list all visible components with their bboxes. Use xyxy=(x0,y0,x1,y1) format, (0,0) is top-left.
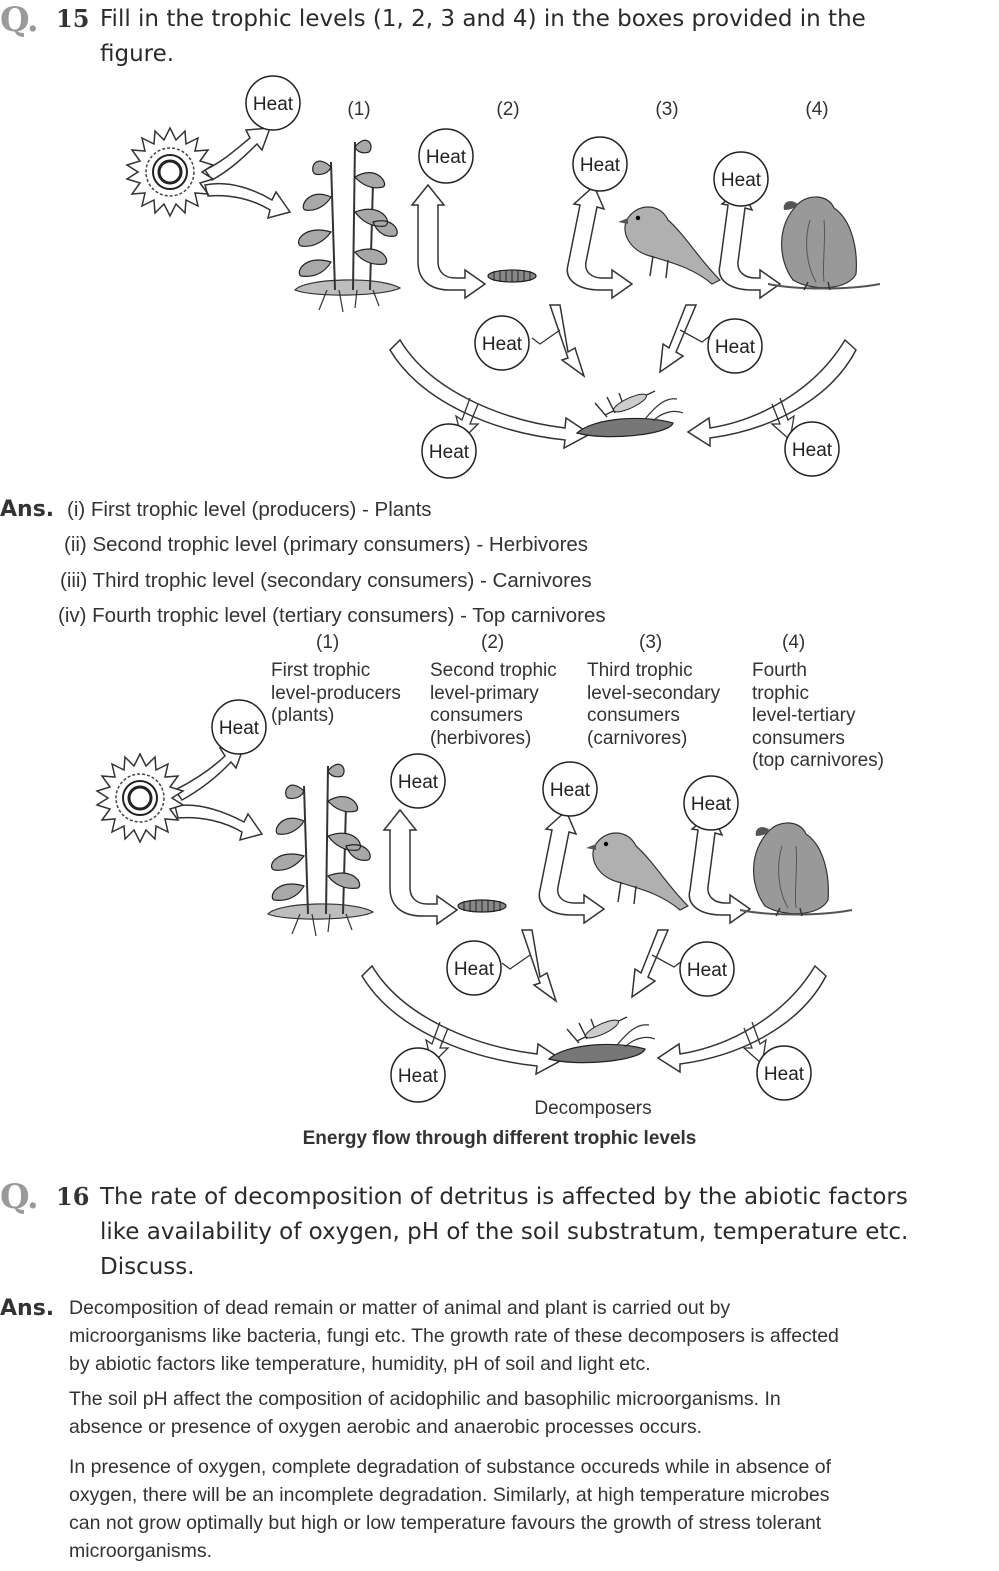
heat-label: Heat xyxy=(550,780,591,801)
level-number: (3) xyxy=(639,632,663,653)
heat-label: Heat xyxy=(482,334,523,355)
heat-circle xyxy=(390,753,446,809)
heat-circle xyxy=(474,315,530,371)
question-text-line: like availability of oxygen, pH of the s… xyxy=(100,1219,909,1245)
heat-label: Heat xyxy=(687,960,728,981)
level-description: Third trophic level-secondary consumers … xyxy=(587,660,721,749)
answer-marker: Ans. xyxy=(0,1296,55,1321)
heat-label: Heat xyxy=(398,772,439,793)
level-label: (4) xyxy=(805,99,828,120)
heat-label: Heat xyxy=(219,718,260,739)
question-text-line: The rate of decomposition of detritus is… xyxy=(100,1184,908,1210)
decomposers-label: Decomposers xyxy=(534,1098,651,1119)
question-number: 15 xyxy=(56,4,90,33)
heat-label: Heat xyxy=(398,1066,439,1087)
question-number: 16 xyxy=(56,1182,90,1211)
heat-circle xyxy=(421,423,477,479)
heat-label: Heat xyxy=(764,1064,805,1085)
heat-circle xyxy=(679,941,735,997)
answer-item: (i) First trophic level (producers) - Pl… xyxy=(67,498,432,521)
heat-label: Heat xyxy=(426,147,467,168)
heat-label: Heat xyxy=(429,442,470,463)
heat-circle xyxy=(390,1047,446,1103)
question-text-line: Discuss. xyxy=(100,1254,195,1280)
level-description: Second trophic level-primary consumers (… xyxy=(430,660,557,749)
heat-circle xyxy=(572,136,628,192)
heat-circle xyxy=(713,151,769,207)
heat-label: Heat xyxy=(253,94,294,115)
level-number: (1) xyxy=(316,632,340,653)
heat-label: Heat xyxy=(580,155,621,176)
heat-label: Heat xyxy=(721,170,762,191)
level-label: (2) xyxy=(496,99,519,120)
level-number: (2) xyxy=(481,632,505,653)
heat-circle xyxy=(683,775,739,831)
heat-label: Heat xyxy=(715,337,756,358)
heat-circle xyxy=(542,761,598,817)
level-number: (4) xyxy=(782,632,806,653)
heat-label: Heat xyxy=(792,440,833,461)
answer-paragraph: In presence of oxygen, complete degradat… xyxy=(69,1456,832,1562)
level-description: First trophic level-producers (plants) xyxy=(271,660,401,726)
figure-caption: Energy flow through different trophic le… xyxy=(302,1128,697,1149)
question-marker: Q. xyxy=(0,0,39,40)
answer-marker: Ans. xyxy=(0,497,55,522)
answer-item: (ii) Second trophic level (primary consu… xyxy=(64,533,589,556)
level-description: Fourth trophic level-tertiary consumers … xyxy=(752,660,884,771)
heat-circle xyxy=(707,318,763,374)
heat-circle xyxy=(756,1045,812,1101)
heat-circle xyxy=(784,421,840,477)
answer-item: (iv) Fourth trophic level (tertiary cons… xyxy=(58,604,606,627)
energy-flow-figure: Heat Heat Heat Heat Heat Heat Heat Heat … xyxy=(95,699,853,1119)
question-text-line: Fill in the trophic levels (1, 2, 3 and … xyxy=(100,6,866,32)
answer-item: (iii) Third trophic level (secondary con… xyxy=(60,569,592,592)
question-marker: Q. xyxy=(0,1177,39,1217)
heat-circle xyxy=(446,940,502,996)
trophic-levels-figure: Heat Heat Heat Heat Heat Heat Heat Heat … xyxy=(125,75,881,479)
level-label: (3) xyxy=(655,99,678,120)
heat-circle xyxy=(211,699,267,755)
answer-paragraph: The soil pH affect the composition of ac… xyxy=(69,1388,781,1438)
question-text-line: figure. xyxy=(100,41,175,67)
answer-paragraph: Decomposition of dead remain or matter o… xyxy=(69,1297,839,1375)
heat-label: Heat xyxy=(691,794,732,815)
heat-label: Heat xyxy=(454,959,495,980)
heat-circle xyxy=(245,75,301,131)
level-label: (1) xyxy=(347,99,370,120)
heat-circle xyxy=(418,128,474,184)
